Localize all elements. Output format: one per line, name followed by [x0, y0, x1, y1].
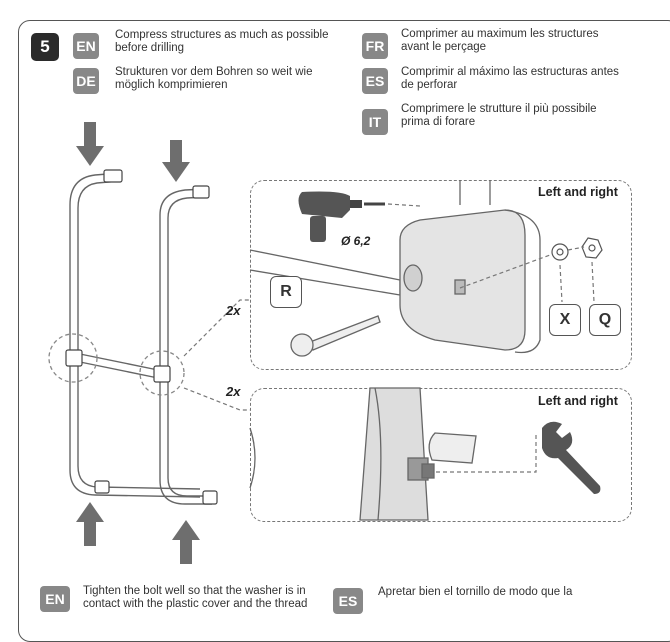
detail-bottom-multiplier: 2x [226, 384, 241, 399]
detail-bottom-title: Left and right [538, 394, 618, 408]
instruction-it: Comprimere le strutture il più possibile… [401, 103, 597, 128]
frame-illustration [48, 122, 250, 564]
bolt-tightening-illustration [249, 387, 601, 521]
instruction-es: Comprimir al máximo las estructuras ante… [401, 66, 619, 91]
lang-badge-de: DE [73, 68, 99, 94]
bracket-drilling-illustration [249, 180, 603, 357]
lang-badge-it: IT [362, 109, 388, 135]
lang-badge-es: ES [362, 68, 388, 94]
instruction-es-bottom: Apretar bien el tornillo de modo que la [378, 586, 573, 598]
detail-top-title: Left and right [538, 185, 618, 199]
wrench-icon [542, 421, 601, 494]
detail-top-multiplier: 2x [226, 303, 241, 318]
instruction-fr: Comprimer au maximum les structures avan… [401, 28, 599, 53]
part-label-x: X [549, 304, 581, 336]
instruction-de: Strukturen vor dem Bohren so weit wie mö… [115, 66, 313, 91]
lang-badge-en-bottom: EN [40, 586, 70, 612]
lang-badge-es-bottom: ES [333, 588, 363, 614]
drill-icon [298, 191, 421, 242]
arrow-up-icon [76, 502, 200, 564]
step-number: 5 [31, 33, 59, 61]
instruction-en-bottom: Tighten the bolt well so that the washer… [83, 585, 308, 610]
detail-panel-bottom [250, 388, 632, 522]
part-label-r: R [270, 276, 302, 308]
drill-diameter: Ø 6,2 [341, 234, 371, 248]
instruction-en: Compress structures as much as possible … [115, 29, 329, 54]
part-label-q: Q [589, 304, 621, 336]
detail-panel-top [250, 180, 632, 370]
lang-badge-en: EN [73, 33, 99, 59]
lang-badge-fr: FR [362, 33, 388, 59]
arrow-down-icon [76, 122, 190, 182]
